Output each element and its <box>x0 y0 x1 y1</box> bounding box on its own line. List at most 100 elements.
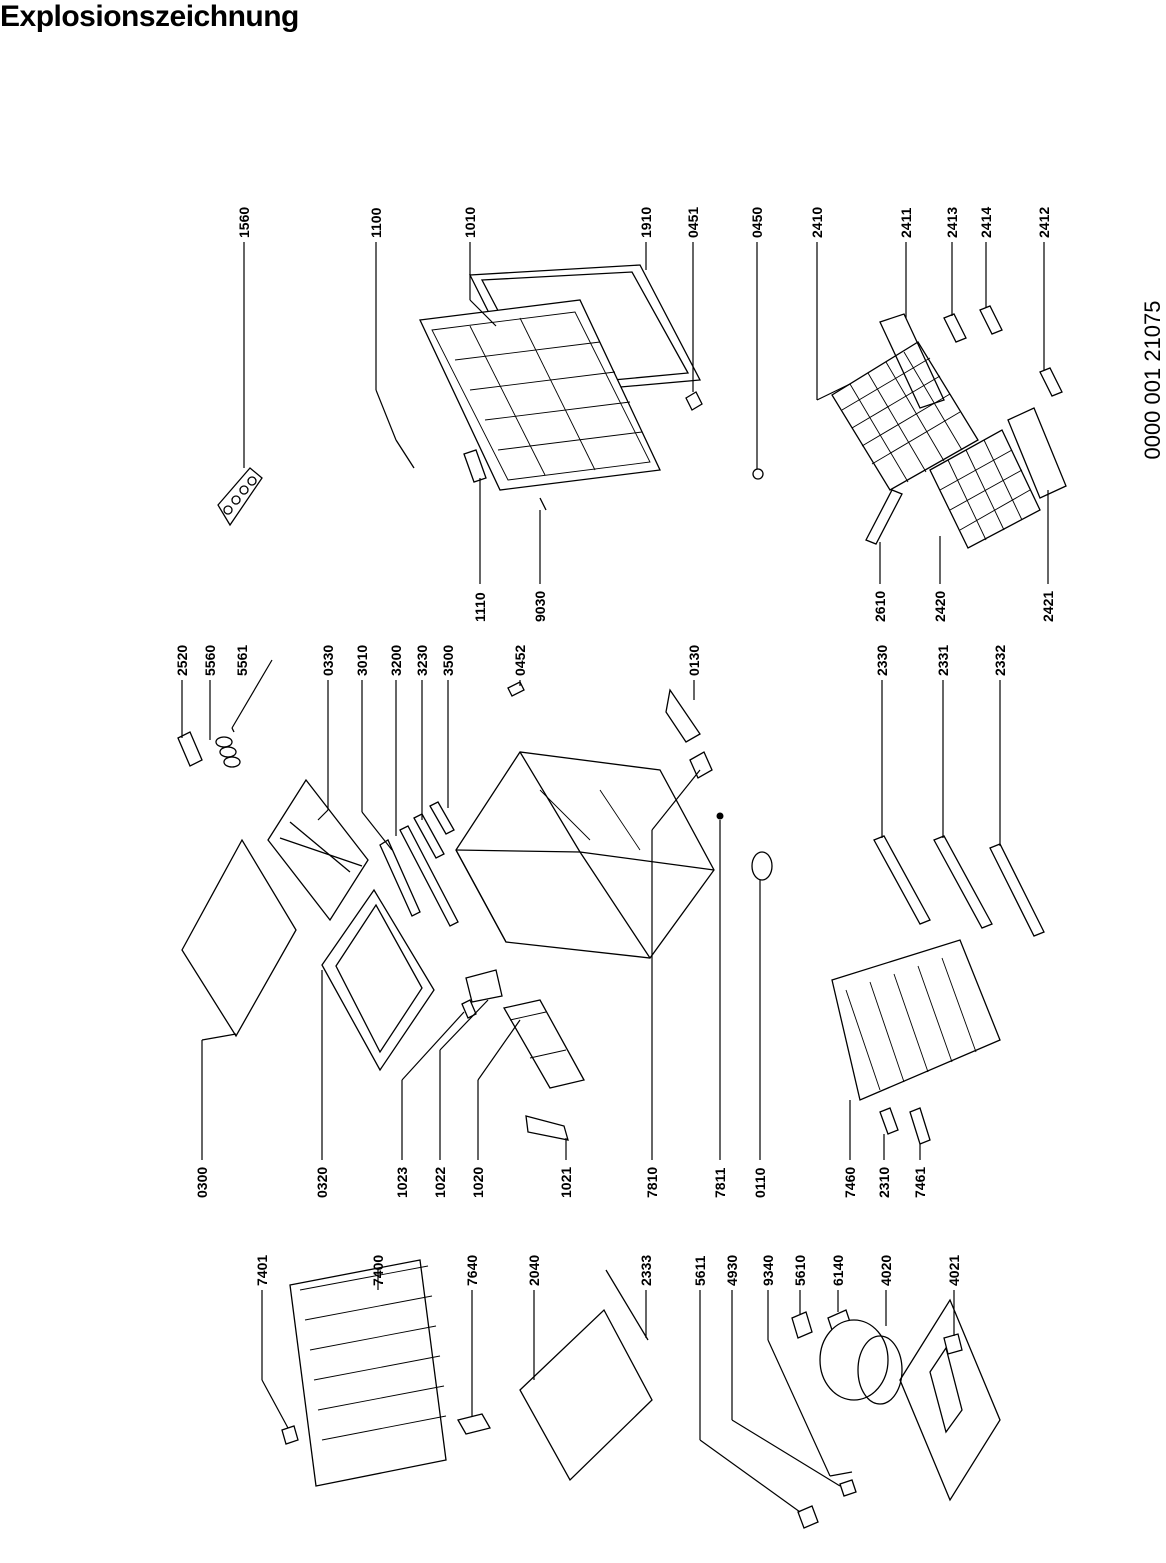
part-7401-shape <box>281 1425 299 1445</box>
part-5560-shape <box>215 736 241 768</box>
part-label: 9030 <box>532 591 548 622</box>
part-label: 2330 <box>874 645 890 676</box>
part-label: 7400 <box>370 1255 386 1286</box>
part-label: 2310 <box>876 1167 892 1198</box>
part-label: 2333 <box>638 1255 654 1286</box>
page-title: Explosionszeichnung <box>0 0 299 33</box>
part-label: 5611 <box>692 1255 708 1286</box>
part-label: 3230 <box>414 645 430 676</box>
part-label: 7640 <box>464 1255 480 1286</box>
part-2333-shape <box>605 1269 649 1341</box>
part-2411-shape <box>879 313 945 409</box>
part-label: 2411 <box>898 207 914 238</box>
part-2040-shape <box>519 1308 653 1482</box>
part-label: 5610 <box>792 1255 808 1286</box>
part-label: 7401 <box>254 1255 270 1286</box>
part-0450-shape <box>752 468 764 480</box>
part-label: 2332 <box>992 645 1008 676</box>
part-0330-shape <box>267 778 369 922</box>
part-label: 1560 <box>236 207 252 238</box>
part-label: 4020 <box>878 1255 894 1286</box>
part-2414-shape <box>979 305 1003 335</box>
part-label: 7460 <box>842 1167 858 1198</box>
part-0451-shape <box>685 391 703 411</box>
part-5561-shape <box>231 727 235 733</box>
part-labels: 1560 1100 1010 1910 0451 0450 2410 2411 … <box>174 207 1056 1286</box>
part-label: 2414 <box>978 207 994 238</box>
part-label: 2412 <box>1036 207 1052 238</box>
part-label: 1010 <box>462 207 478 238</box>
part-1110-shape <box>463 449 487 483</box>
part-1022-shape <box>465 969 503 1003</box>
part-label: 2413 <box>944 207 960 238</box>
part-label: 4930 <box>724 1255 740 1286</box>
part-label: 0110 <box>752 1167 768 1198</box>
part-2331-shape <box>933 835 993 929</box>
part-2310-shape <box>879 1107 899 1135</box>
part-label: 5561 <box>234 645 250 676</box>
part-2332-shape <box>989 843 1045 937</box>
part-2412-shape <box>1039 367 1063 397</box>
part-label: 1022 <box>432 1167 448 1198</box>
part-label: 2420 <box>932 591 948 622</box>
part-2520-shape <box>177 731 203 767</box>
part-7811-shape <box>716 812 724 820</box>
part-label: 2040 <box>526 1255 542 1286</box>
part-label: 2421 <box>1040 591 1056 622</box>
part-label: 6140 <box>830 1255 846 1286</box>
part-label: 9340 <box>760 1255 776 1286</box>
part-0452-shape <box>507 681 525 697</box>
part-label: 0330 <box>320 645 336 676</box>
part-0320-shape <box>321 888 435 1072</box>
part-2421-shape <box>1007 407 1067 499</box>
part-7461-shape <box>909 1107 931 1145</box>
part-1560-shape <box>217 467 263 527</box>
part-7810-shape <box>689 751 713 779</box>
part-2330-shape <box>873 835 931 925</box>
part-label: 2610 <box>872 591 888 622</box>
part-9030-shape <box>539 497 547 511</box>
part-7460-shape <box>831 939 1001 1101</box>
part-label: 3500 <box>440 645 456 676</box>
part-1100-shape <box>395 439 415 469</box>
part-label: 2410 <box>809 207 825 238</box>
part-3230-shape <box>413 813 445 859</box>
part-label: 2331 <box>935 645 951 676</box>
part-label: 0452 <box>512 645 528 676</box>
part-7400-shape <box>289 1259 447 1487</box>
part-2413-shape <box>943 313 967 343</box>
part-label: 1020 <box>470 1167 486 1198</box>
document-number: 0000 001 21075 <box>1140 300 1165 459</box>
part-label: 0451 <box>685 207 701 238</box>
part-label: 0450 <box>749 207 765 238</box>
part-label: 7810 <box>644 1167 660 1198</box>
part-2610-shape <box>865 489 903 545</box>
part-label: 3200 <box>388 645 404 676</box>
part-7640-shape <box>457 1413 491 1435</box>
part-label: 1023 <box>394 1167 410 1198</box>
part-label: 5560 <box>202 645 218 676</box>
part-label: 7811 <box>712 1167 728 1198</box>
part-label: 1910 <box>638 207 654 238</box>
part-3500-shape <box>429 801 455 835</box>
part-label: 1100 <box>368 207 384 238</box>
part-label: 2520 <box>174 645 190 676</box>
part-label: 0300 <box>194 1167 210 1198</box>
part-4020-shape <box>819 1319 903 1405</box>
part-2410-shape <box>831 341 979 491</box>
part-0130-shape <box>665 688 701 743</box>
part-1010-shape <box>419 299 661 491</box>
part-2420-shape <box>929 429 1041 549</box>
part-label: 7461 <box>912 1167 928 1198</box>
part-1023-shape <box>461 999 477 1019</box>
part-label: 0130 <box>686 645 702 676</box>
part-1021-shape <box>525 1115 569 1141</box>
part-0300-shape <box>181 838 297 1038</box>
part-0110-shape <box>751 851 773 881</box>
base-plate-shape <box>899 1298 1001 1502</box>
part-3010-shape <box>379 839 421 917</box>
part-4930-shape <box>839 1479 857 1497</box>
part-1020-shape <box>502 999 585 1089</box>
part-label: 3010 <box>354 645 370 676</box>
